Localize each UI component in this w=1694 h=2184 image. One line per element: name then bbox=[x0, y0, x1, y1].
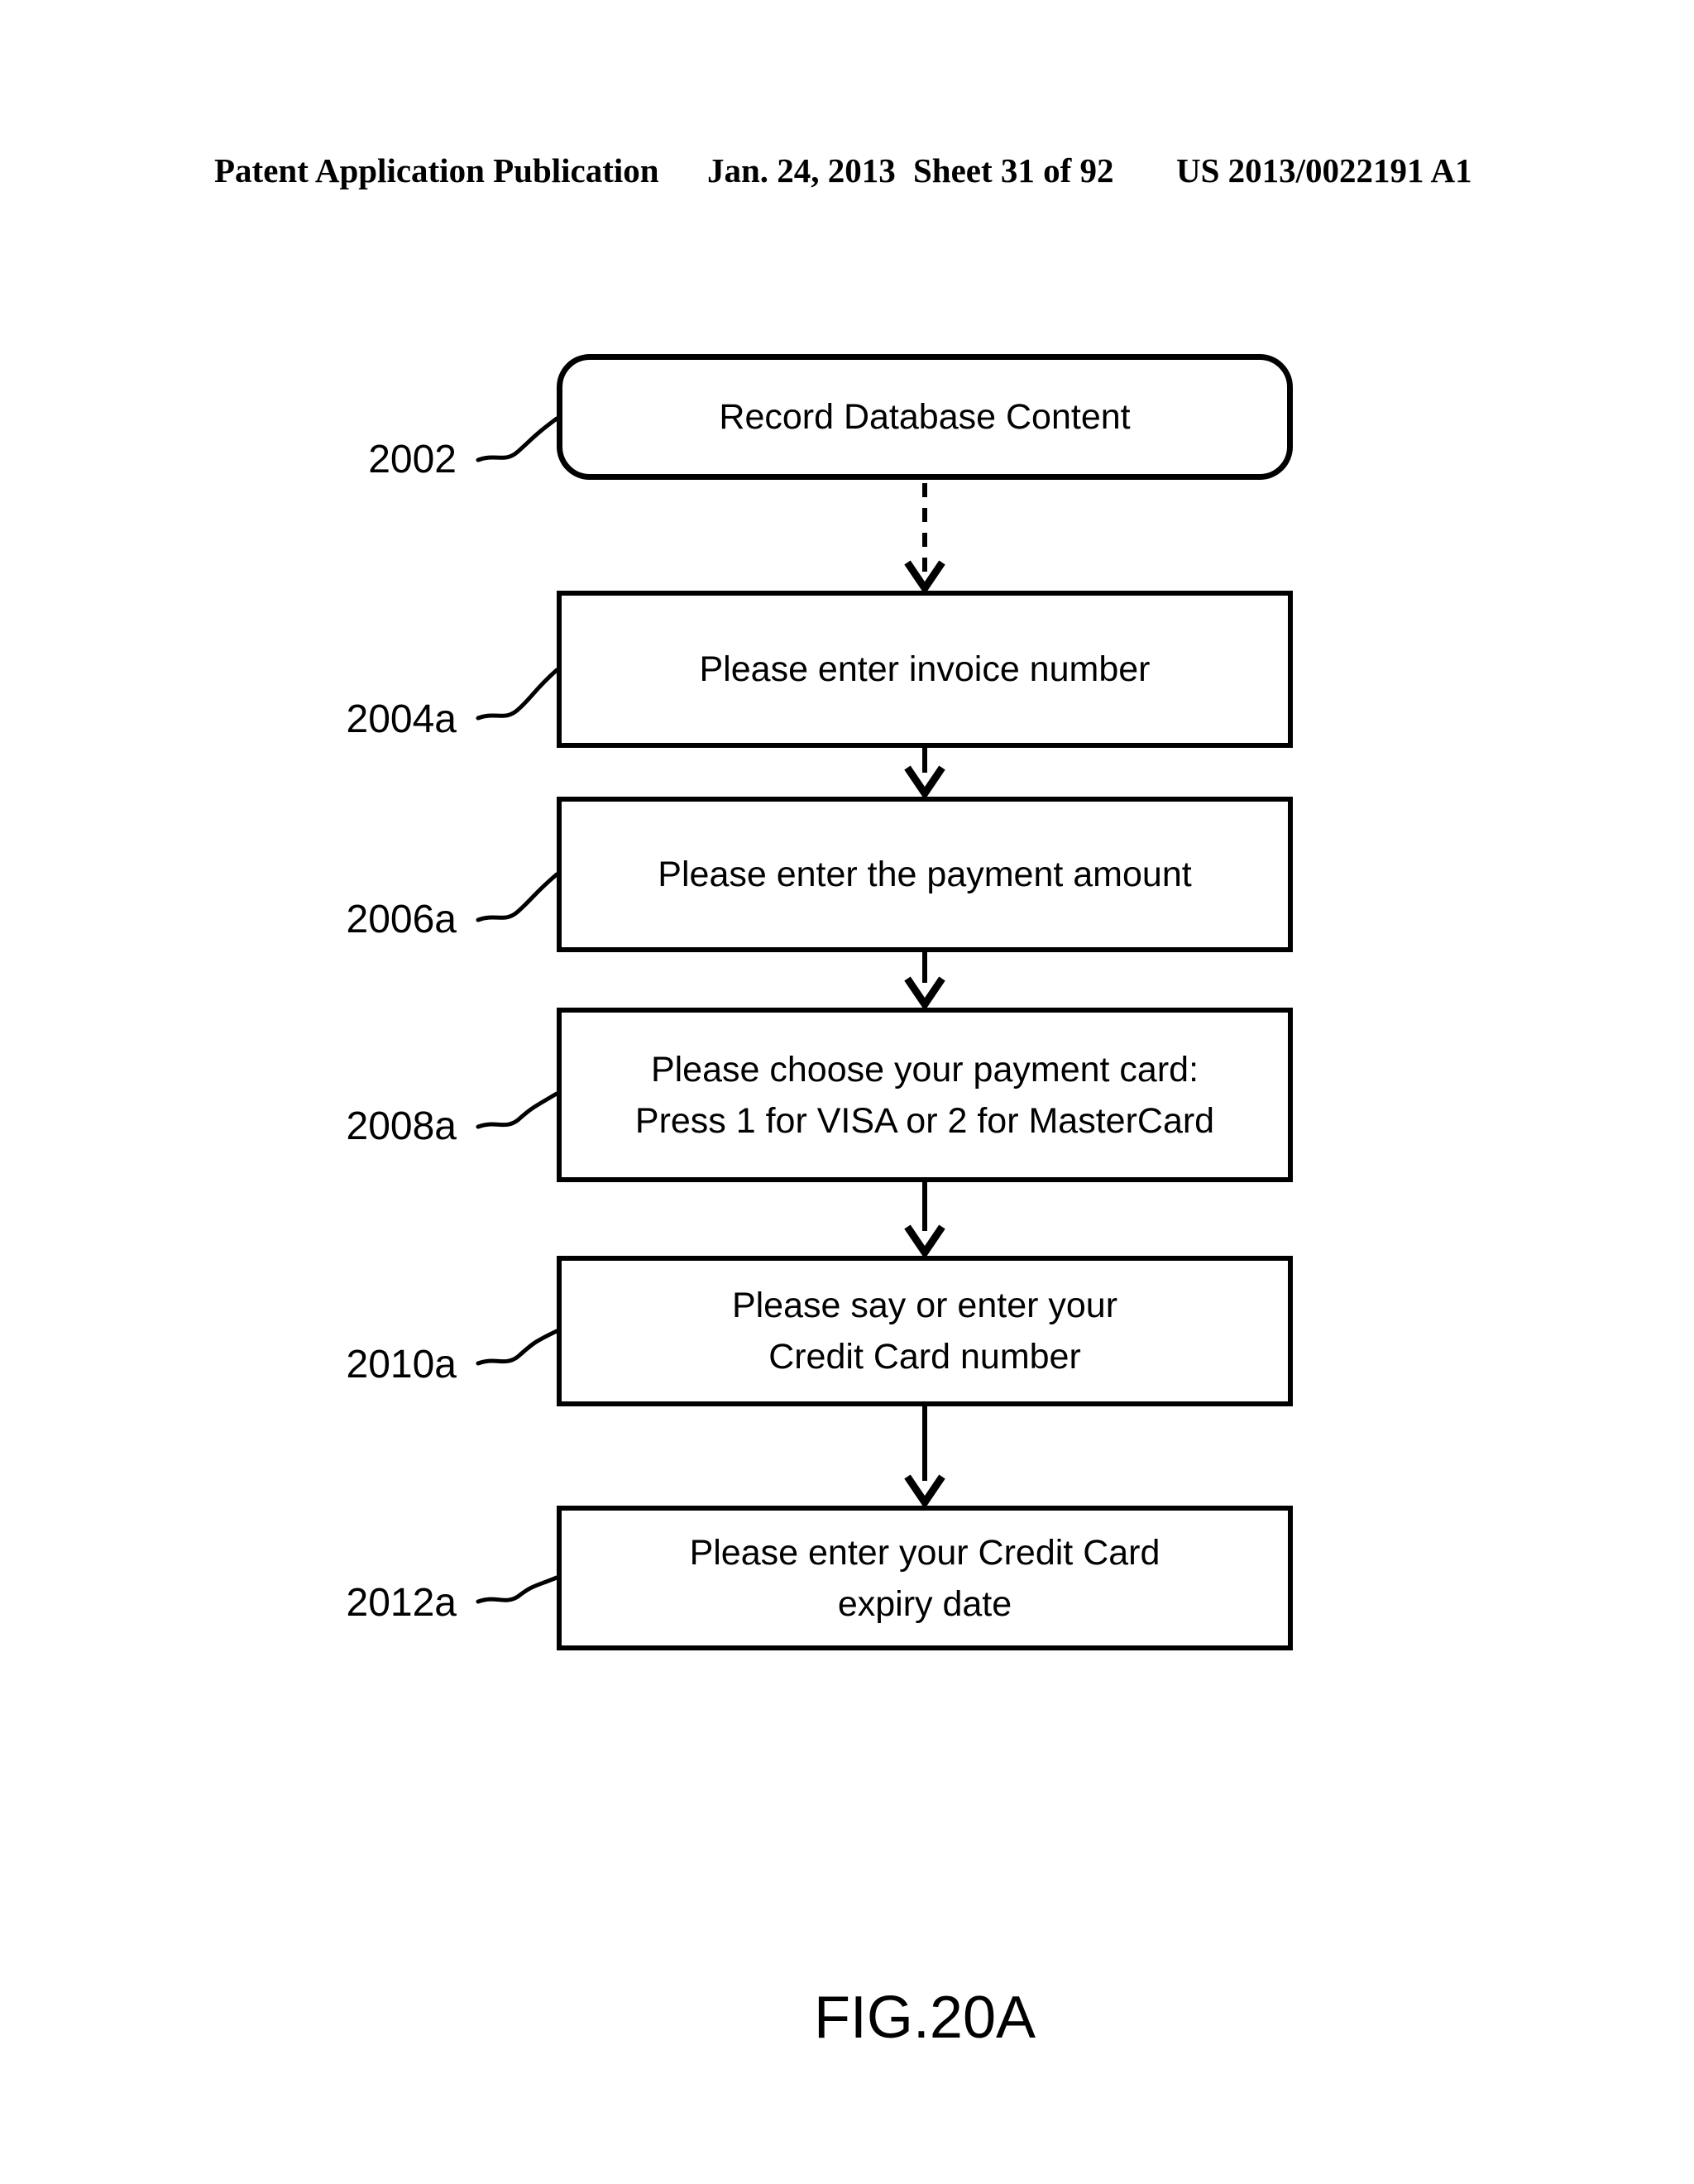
figure-caption: FIG.20A bbox=[813, 1985, 1036, 2051]
flow-node-credit-card-expiry: Please enter your Credit Card expiry dat… bbox=[557, 1506, 1293, 1650]
ref-label-2006a: 2006a bbox=[346, 898, 457, 941]
flow-node-text: Please choose your payment card: Press 1… bbox=[634, 1049, 1215, 1141]
arrowhead-2004a-2006a bbox=[904, 765, 945, 801]
leader-line-2008a bbox=[476, 1091, 559, 1129]
ref-label-2004a: 2004a bbox=[346, 697, 457, 741]
arrowhead-2010a-2012a bbox=[904, 1474, 945, 1510]
publication-type: Patent Application Publication bbox=[214, 151, 659, 189]
ref-label-2010a: 2010a bbox=[346, 1343, 457, 1387]
ref-label-2012a: 2012a bbox=[346, 1581, 457, 1625]
flow-node-choose-payment-card: Please choose your payment card: Press 1… bbox=[557, 1008, 1293, 1182]
patent-number: US 2013/0022191 A1 bbox=[1176, 151, 1472, 189]
flow-node-text: Please enter invoice number bbox=[699, 649, 1151, 689]
arrowhead-2008a-2010a bbox=[904, 1224, 945, 1260]
flow-node-text: Record Database Content bbox=[719, 397, 1131, 437]
publication-date: Jan. 24, 2013 bbox=[707, 151, 896, 189]
sheet-number: Sheet 31 of 92 bbox=[913, 151, 1114, 189]
flow-node-text: Please enter the payment amount bbox=[658, 855, 1192, 894]
arrowhead-2006a-2008a bbox=[904, 976, 945, 1012]
flow-node-text: Please say or enter your Credit Card num… bbox=[731, 1286, 1118, 1377]
leader-line-2012a bbox=[476, 1575, 559, 1604]
flow-node-enter-payment-amount: Please enter the payment amount bbox=[557, 797, 1293, 952]
flow-node-record-database-content: Record Database Content bbox=[557, 354, 1293, 480]
ref-label-2008a: 2008a bbox=[346, 1104, 457, 1148]
flow-node-enter-invoice-number: Please enter invoice number bbox=[557, 591, 1293, 748]
ref-label-2002: 2002 bbox=[368, 438, 457, 481]
leader-line-2006a bbox=[476, 872, 559, 922]
leader-line-2004a bbox=[476, 668, 559, 721]
arrowhead-2002-2004a bbox=[904, 560, 945, 596]
leader-line-2010a bbox=[476, 1329, 559, 1366]
leader-line-2002 bbox=[476, 416, 559, 462]
flow-node-credit-card-number: Please say or enter your Credit Card num… bbox=[557, 1256, 1293, 1406]
flow-node-text: Please enter your Credit Card expiry dat… bbox=[689, 1532, 1160, 1624]
